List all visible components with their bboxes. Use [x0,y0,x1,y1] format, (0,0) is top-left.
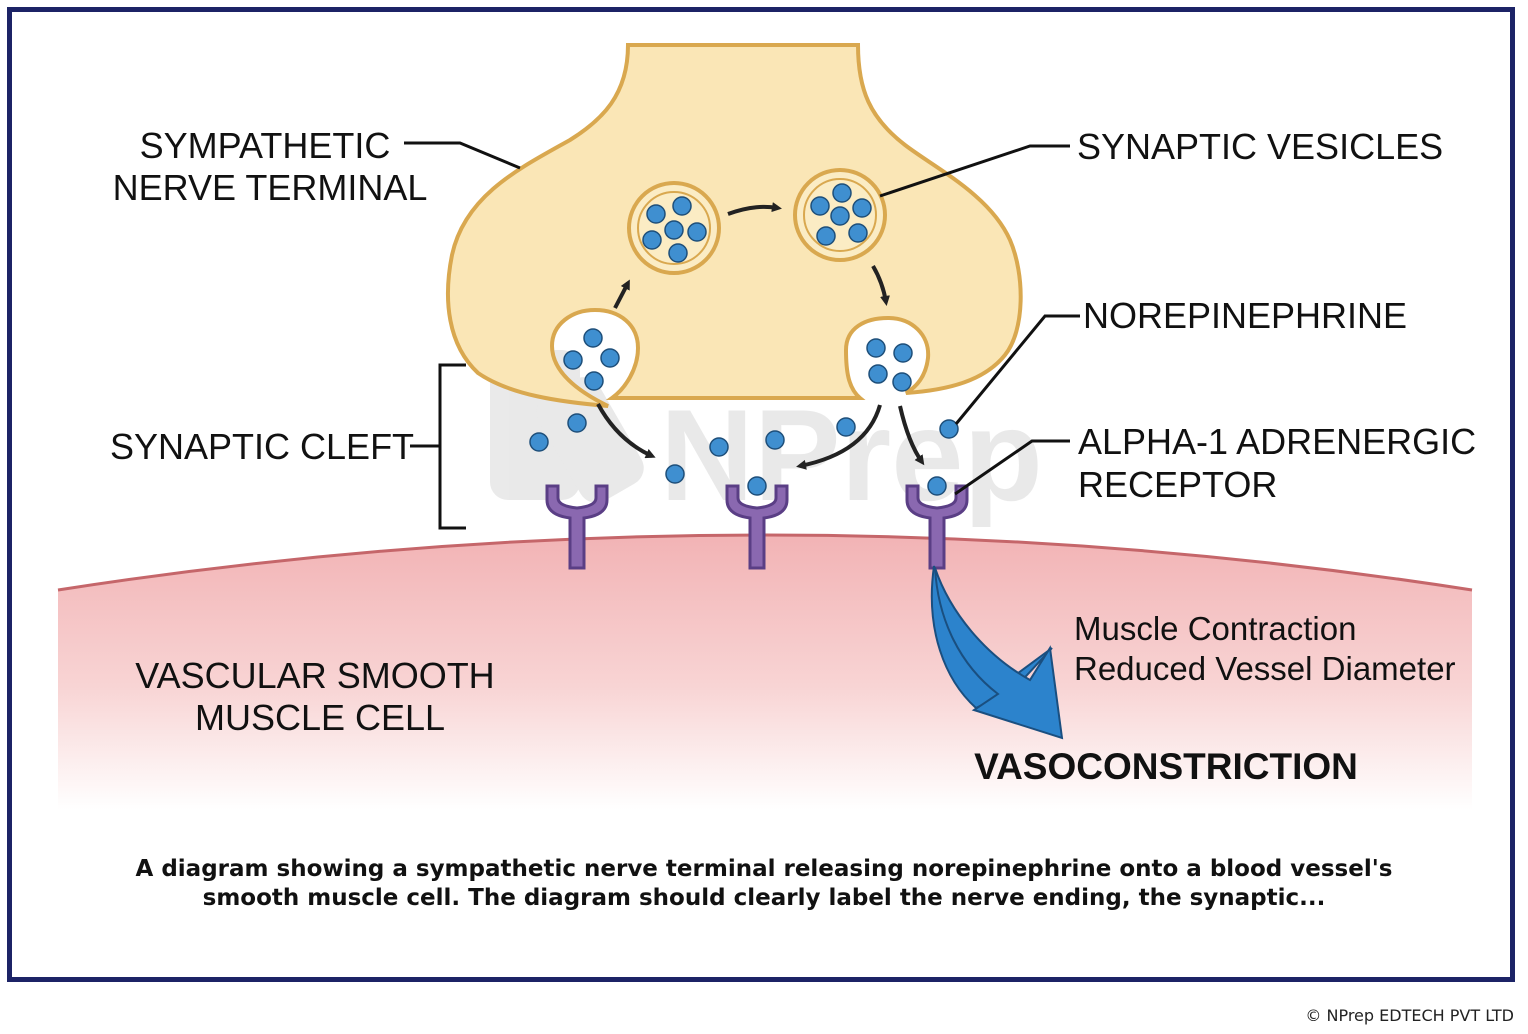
nerve-terminal [446,43,1023,408]
muscle-cell-body [58,535,1472,810]
leader-lines [404,141,1080,530]
figure-caption: A diagram showing a sympathetic nerve te… [135,856,1393,911]
norepinephrine-molecules [529,413,959,484]
label-effect-1: Muscle Contraction [1074,610,1356,647]
synaptic-vesicle [627,181,721,275]
label-nerve-terminal-1: SYMPATHETIC [140,125,391,166]
label-effect-2: Reduced Vessel Diameter [1074,650,1456,687]
arrow-icon [934,567,1064,740]
label-muscle-cell-1: VASCULAR SMOOTH [135,655,494,696]
vesicle-cycle-arrows [596,202,925,470]
label-vasoconstriction: VASOCONSTRICTION [974,746,1358,787]
arrow-icon [613,279,630,309]
label-synaptic-vesicles: SYNAPTIC VESICLES [1077,126,1443,167]
receptor-icon [545,484,609,570]
label-synaptic-cleft: SYNAPTIC CLEFT [110,426,414,467]
label-receptor-1: ALPHA-1 ADRENERGIC [1078,421,1476,462]
label-muscle-cell-2: MUSCLE CELL [195,697,445,738]
copyright-notice: © NPrep EDTECH PVT LTD [1305,1006,1514,1025]
label-norepinephrine: NOREPINEPHRINE [1083,295,1407,336]
exocytosis-left [563,328,620,391]
label-nerve-terminal-2: NERVE TERMINAL [113,167,428,208]
receptor-icon [725,476,789,570]
arrow-icon [596,403,656,459]
label-receptor-2: RECEPTOR [1078,464,1277,505]
arrow-icon [898,405,925,466]
arrow-icon [796,404,882,470]
receptor-icon [905,476,969,570]
arrow-icon [871,264,890,306]
exocytosis-right [866,338,913,392]
synaptic-vesicle [793,168,887,262]
arrow-icon [727,202,782,216]
